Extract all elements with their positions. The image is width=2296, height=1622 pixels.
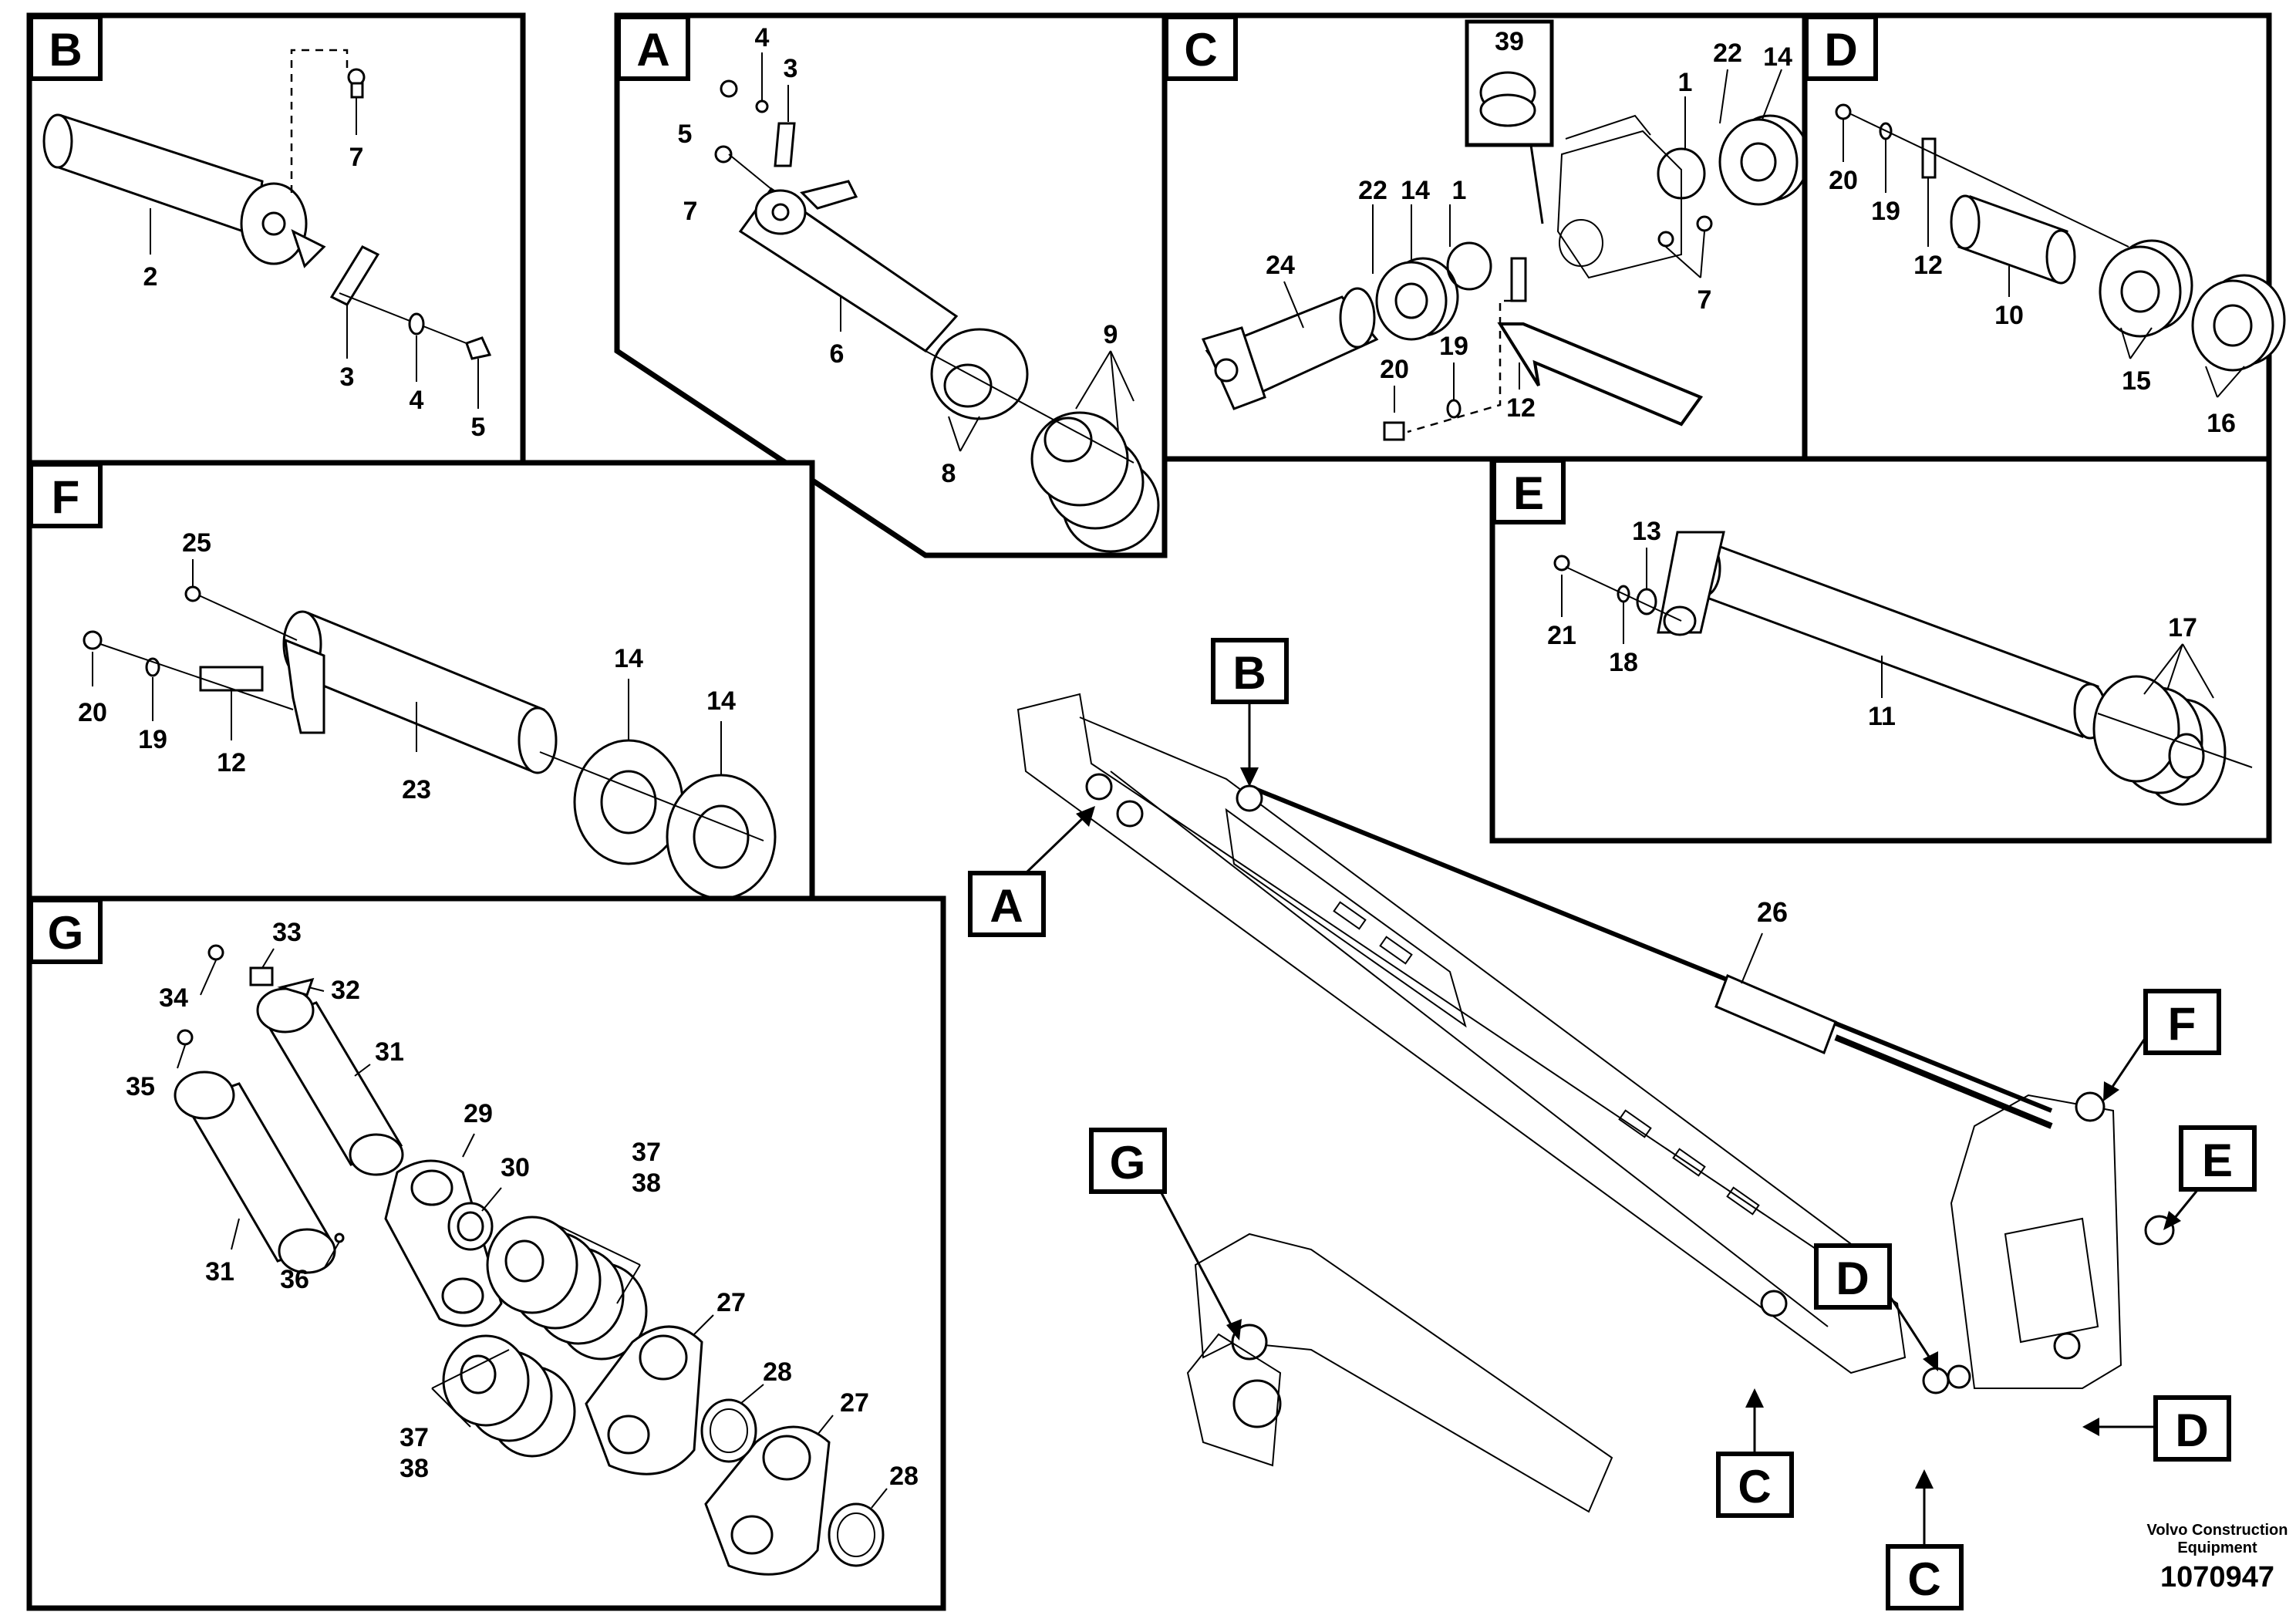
part-label: 18 [1609,648,1638,677]
part-label: 4 [410,386,424,415]
part-label: 19 [1439,332,1468,361]
part-label: 27 [716,1288,746,1317]
company-line-1: Volvo Construction [2147,1522,2288,1539]
part-label: 27 [840,1388,869,1418]
panel-f-badge: F [52,471,80,523]
panel-e: E 13 21 18 17 11 [1489,456,2272,844]
part-label: 20 [1380,355,1409,384]
part-label: 32 [331,976,360,1005]
panel-g-badge: G [48,907,84,959]
part-label: 21 [1547,621,1576,650]
part-label: 6 [830,339,845,369]
part-label: 37 [632,1138,661,1167]
callout-e: E [2163,1125,2257,1230]
svg-text:B: B [1232,647,1266,699]
part-label: 14 [1763,42,1792,72]
part-label: 14 [614,644,643,673]
part-label: 36 [280,1265,309,1294]
part-label: 24 [1266,251,1295,280]
part-label: 39 [1495,27,1524,56]
panel-b: B 7 2 3 4 5 [26,12,526,466]
boom-overview: 26 B A F E G [968,638,2257,1610]
part-label: 22 [1358,176,1387,205]
panel-c: C [1161,12,1810,462]
part-label: 7 [683,197,698,226]
panel-a-badge: A [636,24,669,76]
callout-a: A [968,806,1095,937]
part-label: 16 [2207,409,2236,438]
part-label: 20 [78,698,107,727]
part-label: 3 [784,54,798,83]
part-label: 11 [1868,702,1896,731]
part-label: 15 [2122,366,2151,396]
part-label: 34 [159,983,188,1013]
part-label: 4 [755,23,770,52]
part-label: 30 [501,1153,530,1182]
svg-text:A: A [990,880,1023,932]
part-label: 19 [138,725,167,754]
callout-d-lower: D [2082,1395,2231,1462]
svg-text:F: F [2168,998,2197,1050]
part-label: 17 [2168,613,2197,642]
part-label: 28 [889,1462,919,1491]
part-label: 7 [349,143,364,172]
svg-text:C: C [1907,1553,1940,1605]
part-label: 31 [205,1257,234,1286]
part-label: 5 [471,413,486,442]
svg-text:D: D [1836,1253,1869,1304]
part-label: 20 [1829,166,1858,195]
panel-b-badge: B [49,24,82,76]
part-label: 10 [1994,301,2024,330]
panel-f: F 25 14 14 20 19 12 23 [26,460,815,902]
part-label: 3 [340,363,355,392]
part-label: 37 [400,1423,429,1452]
panel-a: A 4 3 5 7 6 9 8 [614,12,1168,558]
part-label: 19 [1871,197,1900,226]
part-label: 5 [678,120,693,149]
part-label: 1 [1678,68,1693,97]
callout-b: B [1211,638,1289,787]
footer: Volvo Construction Equipment 1070947 [2147,1522,2288,1593]
svg-text:E: E [2202,1135,2233,1186]
part-label: 12 [217,748,246,777]
part-label: 12 [1506,393,1536,423]
callout-d-upper: D [1814,1243,1938,1371]
part-label: 31 [375,1037,404,1067]
part-label: 23 [402,775,431,804]
panel-d-badge: D [1824,24,1857,76]
part-label: 2 [143,262,158,292]
part-label: 26 [1757,896,1788,928]
callout-c-left: C [1716,1388,1794,1518]
svg-text:C: C [1738,1461,1771,1512]
part-label: 28 [763,1357,792,1387]
part-label: 1 [1452,176,1467,205]
svg-text:D: D [2175,1404,2208,1456]
part-label: 33 [272,918,302,947]
callout-f: F [2103,989,2221,1101]
part-label: 38 [400,1454,429,1483]
panel-c-badge: C [1184,24,1217,76]
panel-d: D 20 19 12 10 15 16 [1802,12,2286,462]
part-label: 9 [1104,320,1118,349]
part-label: 14 [1401,176,1430,205]
part-label: 38 [632,1168,661,1198]
company-line-2: Equipment [2177,1539,2257,1556]
part-label: 7 [1698,285,1712,315]
callout-c-right: C [1886,1469,1964,1610]
part-label: 14 [706,686,736,716]
callout-g: G [1089,1128,1242,1340]
part-label: 12 [1913,251,1943,280]
part-label: 25 [182,528,211,558]
part-label: 35 [126,1072,155,1101]
svg-text:G: G [1110,1137,1146,1189]
drawing-number: 1070947 [2160,1561,2274,1593]
part-label: 22 [1713,39,1742,68]
panel-g: G [26,895,946,1611]
part-label: 29 [464,1099,493,1128]
part-label: 13 [1632,517,1661,546]
panel-e-badge: E [1513,467,1544,519]
part-label: 8 [942,459,956,488]
